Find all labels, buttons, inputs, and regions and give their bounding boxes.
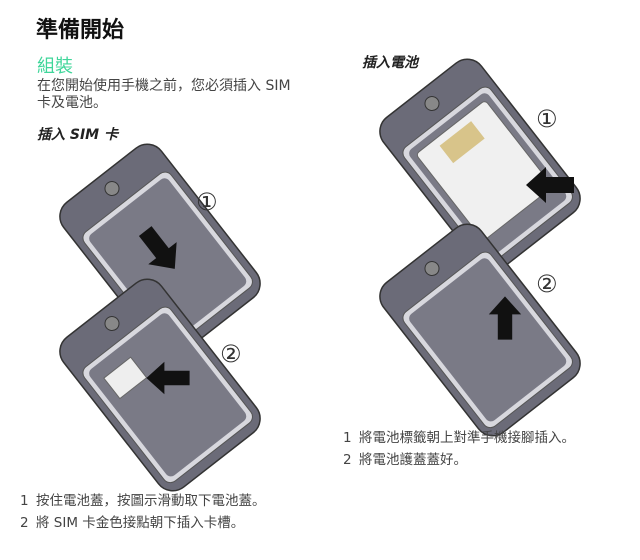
- callout-2: ②: [220, 340, 242, 368]
- callout-1: ①: [536, 105, 558, 133]
- page-title: 準備開始: [36, 18, 125, 43]
- sim-step2-illustration: [51, 271, 269, 499]
- intro-text: 在您開始使用手機之前，您必須插入 SIM 卡及電池。: [37, 78, 291, 111]
- callout-2: ②: [536, 270, 558, 298]
- sim-heading: 插入 SIM 卡: [37, 127, 118, 143]
- battery-step1-illustration: [371, 51, 589, 279]
- callout-1: ①: [196, 188, 218, 216]
- section-heading: 組裝: [37, 56, 73, 77]
- battery-heading: 插入電池: [362, 55, 418, 71]
- battery-step2-illustration: [371, 216, 589, 444]
